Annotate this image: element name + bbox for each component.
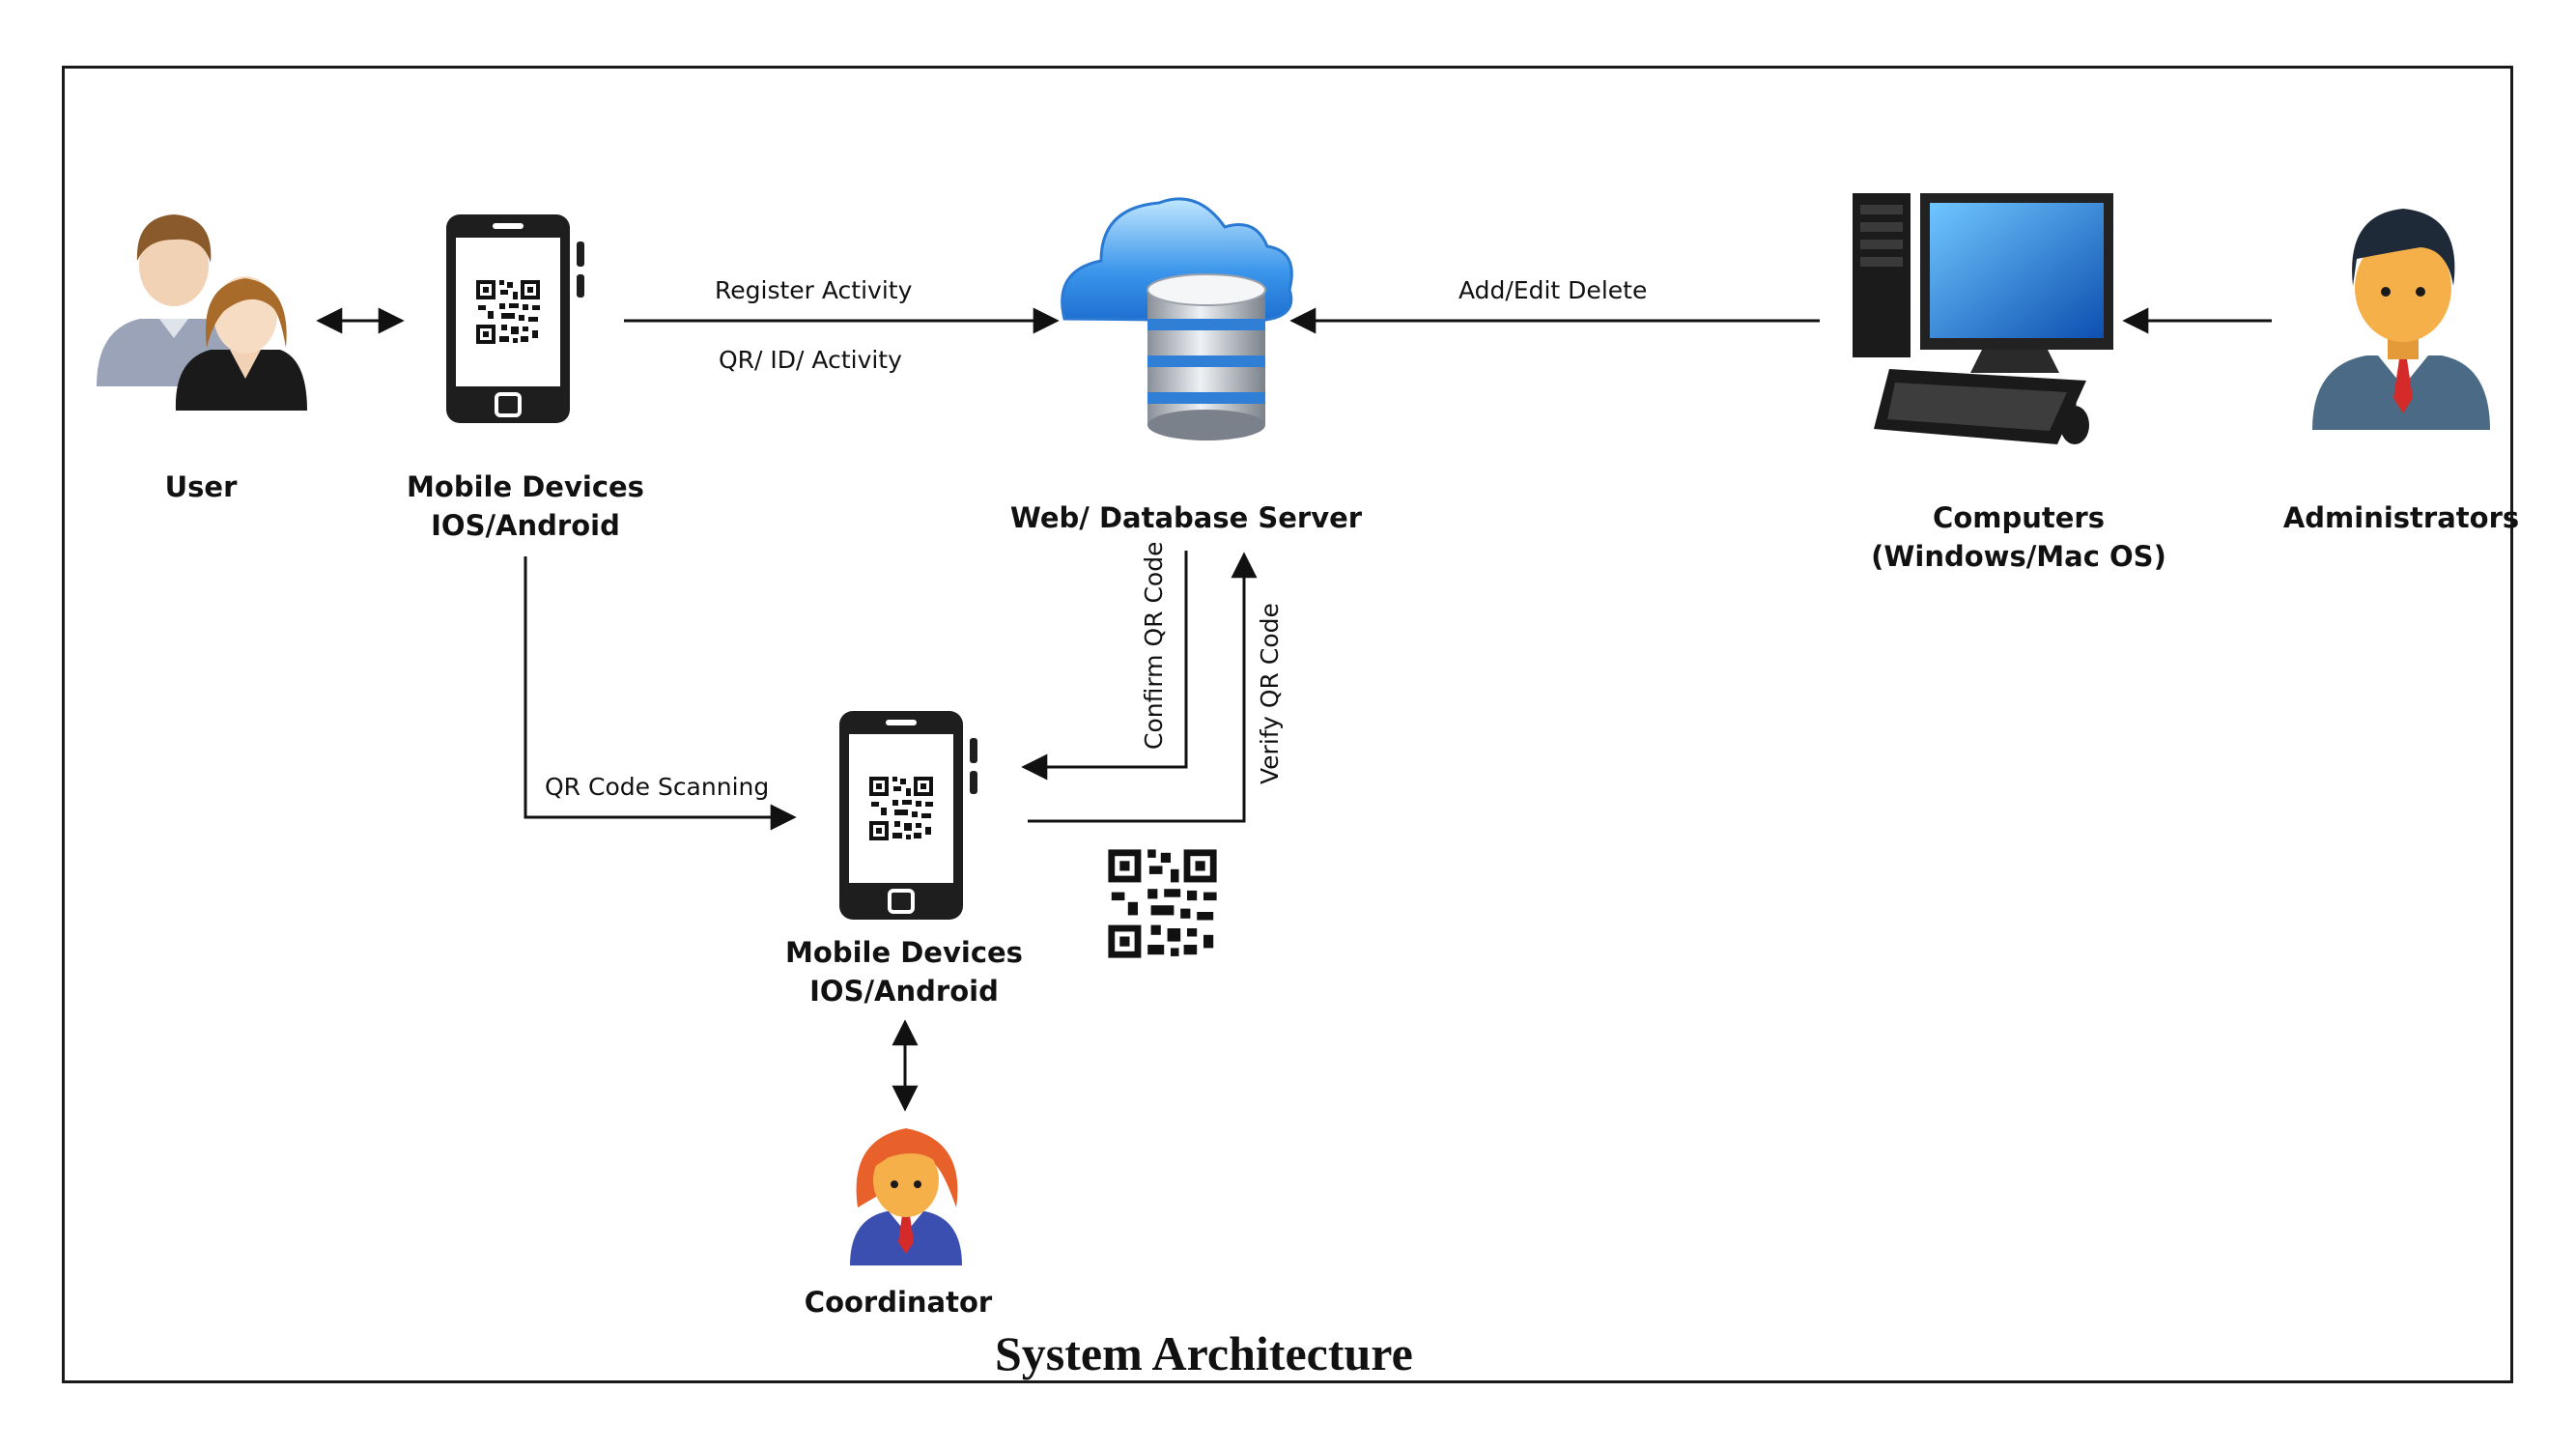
diagram-frame	[62, 66, 2513, 1383]
edge-label-qr-code-scanning: QR Code Scanning	[545, 773, 770, 801]
diagram-title: System Architecture	[995, 1326, 1413, 1380]
node-label-mobile-top-line1: Mobile Devices	[407, 470, 644, 503]
node-label-mobile-top-line2: IOS/Android	[431, 509, 620, 542]
edge-label-verify-qr-code: Verify QR Code	[1256, 603, 1284, 784]
edge-label-add-edit-delete: Add/Edit Delete	[1458, 276, 1648, 304]
node-label-administrators: Administrators	[2282, 501, 2520, 534]
node-label-server: Web/ Database Server	[1009, 501, 1363, 534]
node-label-coordinator: Coordinator	[804, 1286, 993, 1319]
node-label-mobile-bottom-line1: Mobile Devices	[785, 936, 1023, 969]
edge-qr-code-scanning	[524, 556, 797, 831]
mobile-device-top-icon	[446, 214, 584, 423]
node-label-mobile-bottom-line2: IOS/Android	[809, 975, 999, 1008]
edge-verify-qr-code	[1028, 552, 1258, 823]
edge-label-register-activity: Register Activity	[715, 276, 913, 304]
edge-confirm-qr-code	[1021, 551, 1188, 781]
node-label-computers-line2: (Windows/Mac OS)	[1871, 540, 2166, 573]
qr-code-icon	[1105, 845, 1220, 961]
administrator-icon	[2312, 209, 2490, 430]
edge-label-qr-id-activity: QR/ ID/ Activity	[719, 346, 902, 374]
edge-label-confirm-qr-code: Confirm QR Code	[1140, 541, 1168, 750]
node-label-mobile-bottom: Mobile Devices IOS/Android	[769, 933, 1039, 1010]
user-icon	[97, 214, 307, 411]
mobile-device-bottom-icon	[839, 711, 977, 920]
node-label-computers: Computers (Windows/Mac OS)	[1854, 498, 2183, 576]
desktop-computer-icon	[1853, 193, 2113, 444]
node-label-user: User	[164, 470, 238, 503]
node-label-mobile-top: Mobile Devices IOS/Android	[390, 468, 661, 545]
coordinator-icon	[850, 1128, 962, 1265]
node-label-computers-line1: Computers	[1933, 501, 2105, 534]
database-server-icon	[1061, 197, 1293, 440]
